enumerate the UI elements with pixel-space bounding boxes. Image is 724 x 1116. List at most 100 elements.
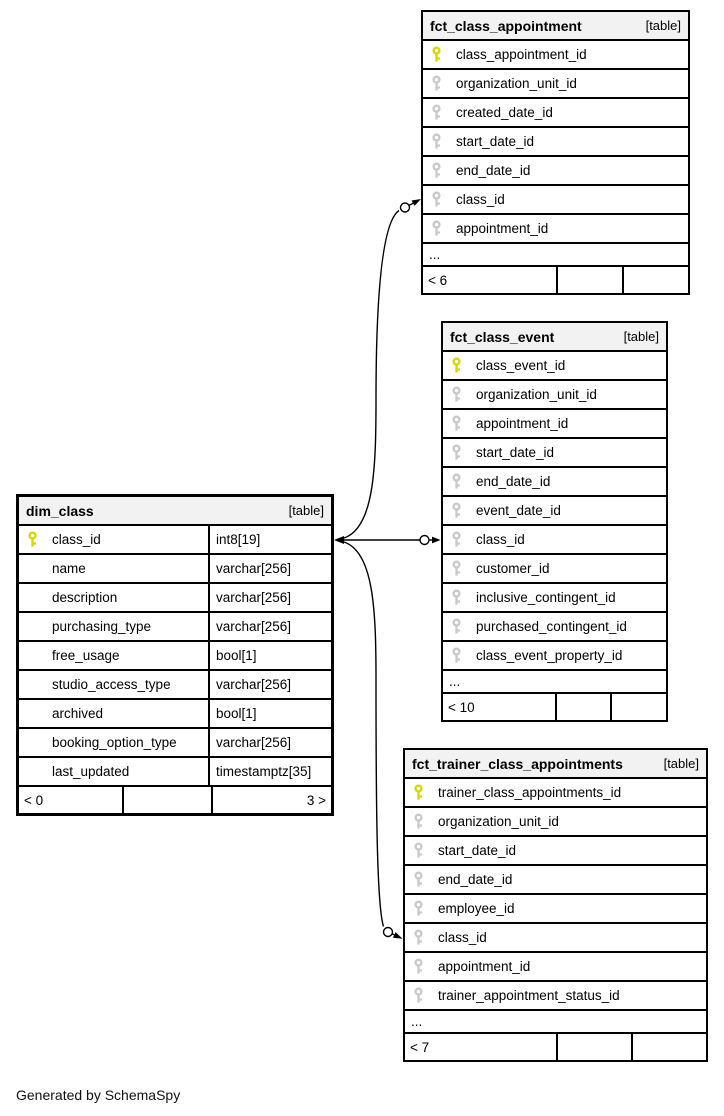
column-name: trainer_class_appointments_id xyxy=(438,785,622,800)
table-type-badge: [table] xyxy=(623,329,659,344)
column-name-cell: event_date_id xyxy=(451,497,666,524)
foreign-key-icon xyxy=(413,929,425,946)
table-fct_trainer_class_appointments[interactable]: fct_trainer_class_appointments[table]tra… xyxy=(403,748,708,1062)
column-name-cell: class_event_property_id xyxy=(451,642,666,669)
column-name: class_id xyxy=(52,532,101,547)
column-name: last_updated xyxy=(52,764,130,779)
column-name-cell: class_id xyxy=(27,526,208,553)
footer-cell: 3 > xyxy=(210,787,331,813)
column-name-cell: booking_option_type xyxy=(27,729,208,756)
table-header[interactable]: fct_class_event [table] xyxy=(443,323,666,352)
column-row: appointment_id xyxy=(423,215,688,244)
table-header[interactable]: dim_class [table] xyxy=(19,497,331,526)
column-name-cell: trainer_appointment_status_id xyxy=(413,982,706,1009)
column-name: purchased_contingent_id xyxy=(476,619,627,634)
foreign-key-icon xyxy=(413,987,425,1004)
table-name[interactable]: dim_class xyxy=(26,502,94,519)
footer-cell: < 0 xyxy=(24,792,44,808)
hidden-columns-ellipsis: ... xyxy=(423,244,688,267)
table-name[interactable]: fct_class_appointment xyxy=(430,17,582,34)
column-type: bool[1] xyxy=(208,642,331,669)
column-row: appointment_id xyxy=(405,953,706,982)
relationship-line-fct_trainer_class_appointments xyxy=(343,541,403,939)
column-name: employee_id xyxy=(438,901,515,916)
foreign-key-icon xyxy=(451,589,463,606)
column-row: class_event_property_id xyxy=(443,642,666,671)
column-row: inclusive_contingent_id xyxy=(443,584,666,613)
column-type: bool[1] xyxy=(208,700,331,727)
column-name: event_date_id xyxy=(476,503,561,518)
table-name[interactable]: fct_trainer_class_appointments xyxy=(412,755,623,772)
column-name-cell: purchased_contingent_id xyxy=(451,613,666,640)
foreign-key-icon xyxy=(413,871,425,888)
column-name-cell: appointment_id xyxy=(431,215,688,242)
column-name: start_date_id xyxy=(438,843,517,858)
column-row: end_date_id xyxy=(443,468,666,497)
foreign-key-icon xyxy=(431,220,443,237)
table-header[interactable]: fct_trainer_class_appointments[table] xyxy=(405,750,706,779)
foreign-key-icon xyxy=(451,647,463,664)
column-row: start_date_id xyxy=(405,837,706,866)
column-name: class_event_property_id xyxy=(476,648,623,663)
column-name-cell: organization_unit_id xyxy=(451,381,666,408)
column-name: description xyxy=(52,590,118,605)
column-name-cell: class_appointment_id xyxy=(431,41,688,68)
column-name: appointment_id xyxy=(456,221,549,236)
column-name: purchasing_type xyxy=(52,619,152,634)
generator-credit: Generated by SchemaSpy xyxy=(16,1087,181,1103)
column-row: class_id xyxy=(405,924,706,953)
column-name: appointment_id xyxy=(476,416,569,431)
column-row: last_updated timestamptz[35] xyxy=(19,758,331,787)
column-type: timestamptz[35] xyxy=(208,758,331,785)
table-header[interactable]: fct_class_appointment[table] xyxy=(423,12,688,41)
column-name: organization_unit_id xyxy=(476,387,597,402)
foreign-key-icon xyxy=(431,162,443,179)
foreign-key-icon xyxy=(451,502,463,519)
column-name-cell: class_id xyxy=(451,526,666,553)
column-row: class_id xyxy=(423,186,688,215)
table-fct_class_appointment[interactable]: fct_class_appointment[table]class_appoin… xyxy=(421,10,690,295)
column-name: organization_unit_id xyxy=(456,76,577,91)
column-row: start_date_id xyxy=(443,439,666,468)
column-row: purchased_contingent_id xyxy=(443,613,666,642)
column-name-cell: organization_unit_id xyxy=(413,808,706,835)
footer-cell xyxy=(554,694,611,720)
column-type: int8[19] xyxy=(208,526,331,553)
column-name: customer_id xyxy=(476,561,550,576)
foreign-key-icon xyxy=(451,531,463,548)
relationship-line-fct_class_event xyxy=(344,534,441,546)
foreign-key-icon xyxy=(431,133,443,150)
column-name: name xyxy=(52,561,86,576)
footer-cell xyxy=(121,787,211,813)
foreign-key-icon xyxy=(451,444,463,461)
column-name-cell: studio_access_type xyxy=(27,671,208,698)
column-name: class_event_id xyxy=(476,358,566,373)
column-row: free_usage bool[1] xyxy=(19,642,331,671)
table-name[interactable]: fct_class_event xyxy=(450,328,555,345)
column-name: booking_option_type xyxy=(52,735,177,750)
table-type-badge: [table] xyxy=(288,503,324,518)
relationship-line-fct_class_appointment xyxy=(343,199,421,539)
column-row: organization_unit_id xyxy=(443,381,666,410)
column-name: class_id xyxy=(456,192,505,207)
footer-cell xyxy=(555,267,622,293)
column-name: class_id xyxy=(438,930,487,945)
relationship-junction-arrow xyxy=(334,536,344,544)
column-name: trainer_appointment_status_id xyxy=(438,988,620,1003)
foreign-key-icon xyxy=(413,842,425,859)
column-name: end_date_id xyxy=(476,474,551,489)
column-name: free_usage xyxy=(52,648,120,663)
column-name-cell: free_usage xyxy=(27,642,208,669)
column-row: end_date_id xyxy=(423,157,688,186)
column-row: created_date_id xyxy=(423,99,688,128)
footer-cell xyxy=(630,1034,706,1060)
column-row: start_date_id xyxy=(423,128,688,157)
column-name-cell: description xyxy=(27,584,208,611)
column-row: end_date_id xyxy=(405,866,706,895)
column-row: class_event_id xyxy=(443,352,666,381)
primary-key-icon xyxy=(431,46,443,63)
column-name: archived xyxy=(52,706,104,721)
